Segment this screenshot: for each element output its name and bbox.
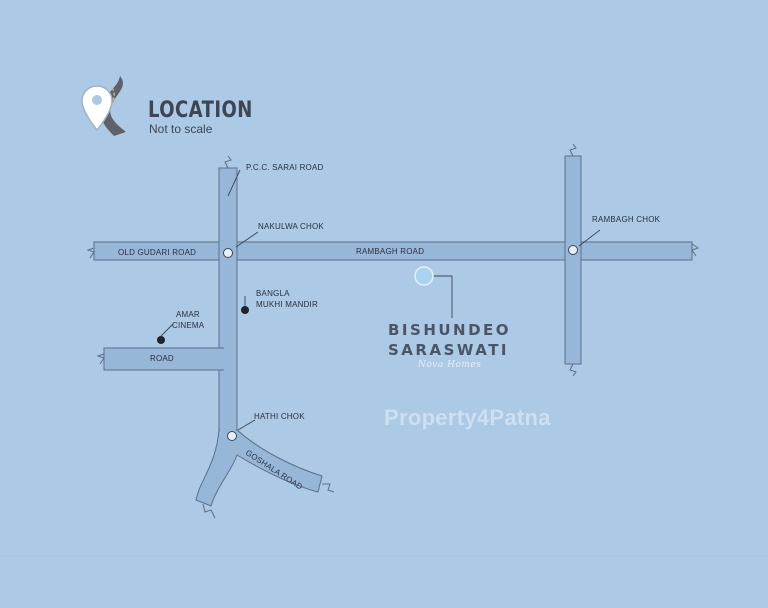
- bangla-mukhi-mandir-marker: [241, 306, 249, 314]
- scale-note: Not to scale: [149, 122, 213, 136]
- goshala-road: [195, 429, 323, 507]
- amar-cinema-road-label: ROAD: [150, 354, 174, 363]
- hathi-chok-marker: [227, 431, 237, 441]
- nakulwa-chok-label: NAKULWA CHOK: [258, 222, 324, 231]
- location-title: LOCATION: [148, 98, 253, 123]
- rambagh-chok-marker: [568, 245, 578, 255]
- project-tagline: Nova Homes: [418, 360, 482, 370]
- nakulwa-chok-marker: [223, 248, 233, 258]
- bangla-mukhi-mandir-label-2: MUKHI MANDIR: [256, 300, 318, 309]
- leader-lines: [160, 169, 601, 431]
- road-network: [93, 155, 693, 507]
- project-location-marker: [414, 266, 434, 286]
- project-name-line-2: SARASWATI: [388, 341, 510, 359]
- bangla-mukhi-mandir-label-1: BANGLA: [256, 289, 290, 298]
- rambagh-road: [93, 241, 693, 261]
- amar-cinema-label-2: CINEMA: [172, 321, 205, 330]
- project-name-line-1: BISHUNDEO: [388, 321, 512, 339]
- pcc-sarai-road: [218, 167, 238, 439]
- hathi-chok-label: HATHI CHOK: [254, 412, 305, 421]
- rambagh-vertical-road: [564, 155, 582, 365]
- location-pin-icon: [81, 76, 126, 136]
- rambagh-chok-label: RAMBAGH CHOK: [592, 215, 661, 224]
- amar-cinema-marker: [157, 336, 165, 344]
- old-gudari-road-label: OLD GUDARI ROAD: [118, 248, 196, 257]
- pcc-sarai-road-label: P.C.C. SARAI ROAD: [246, 163, 324, 172]
- watermark: Property4Patna: [384, 405, 551, 430]
- rambagh-road-label: RAMBAGH ROAD: [356, 247, 424, 256]
- amar-cinema-label-1: AMAR: [176, 310, 200, 319]
- project-name: BISHUNDEO SARASWATI: [388, 320, 511, 360]
- road-break-marks: [86, 143, 700, 519]
